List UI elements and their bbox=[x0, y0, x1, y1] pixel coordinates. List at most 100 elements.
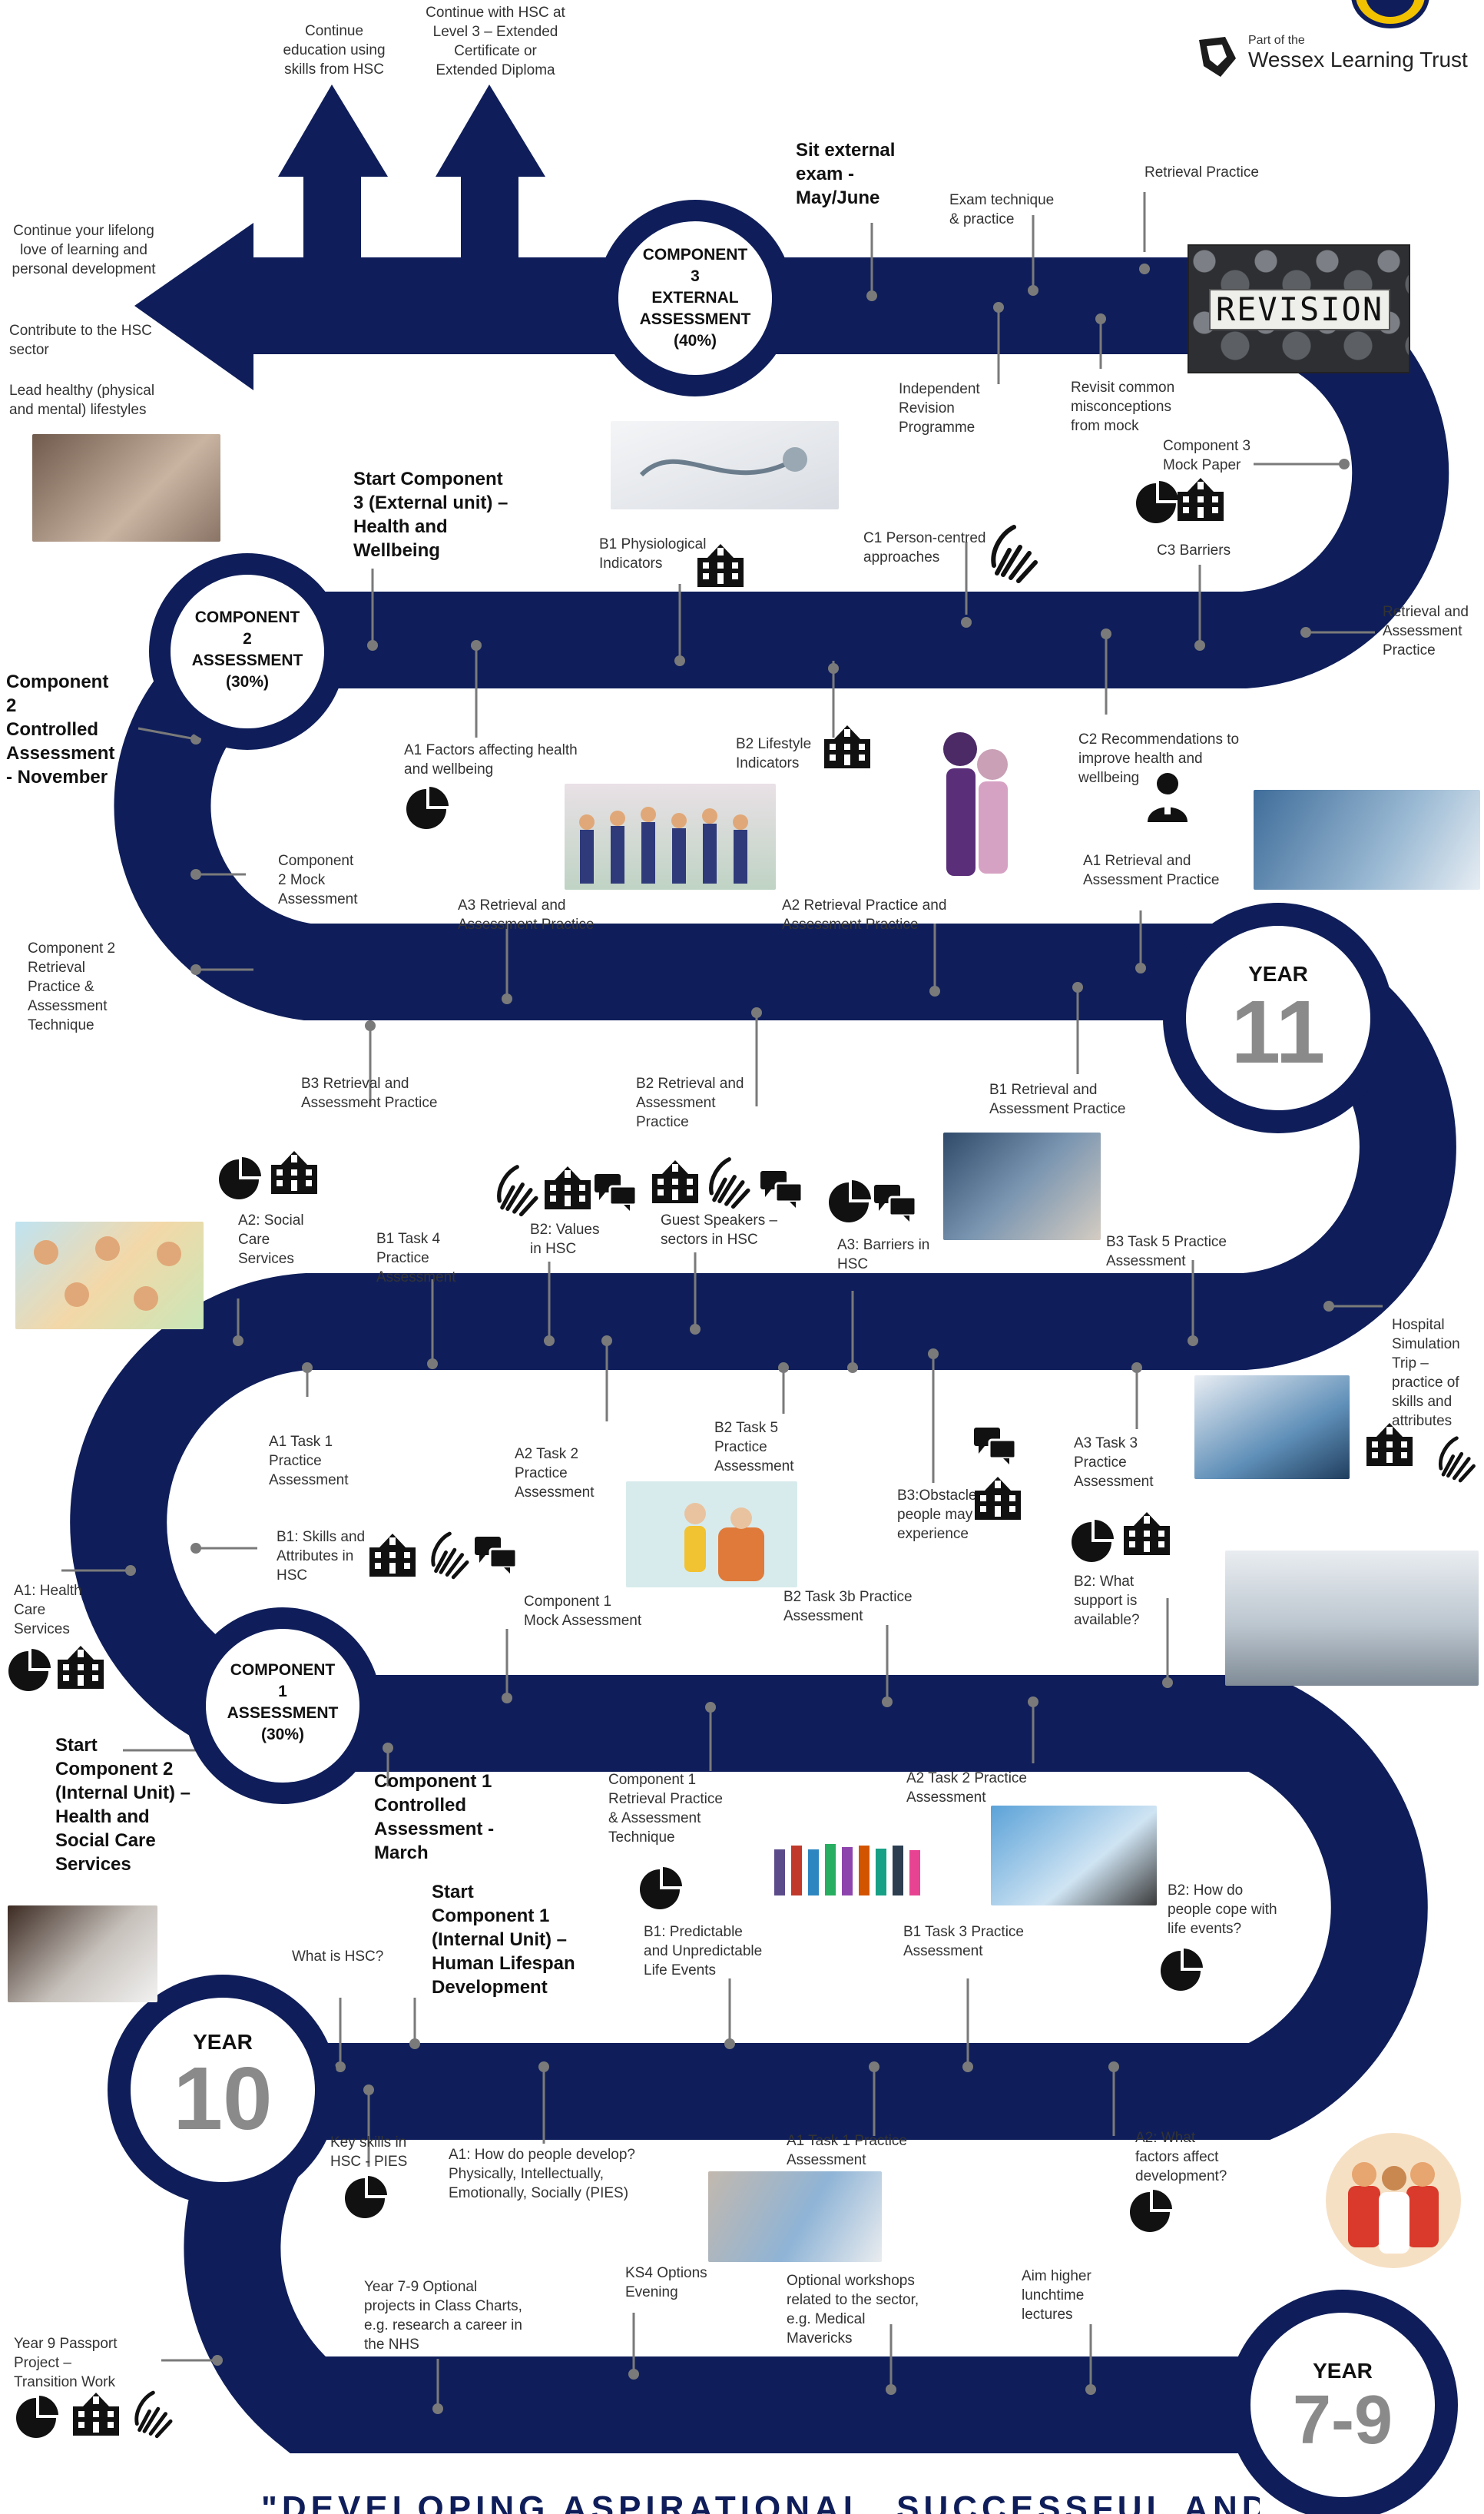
school-crest-icon bbox=[1351, 0, 1429, 28]
component2-circle bbox=[171, 575, 324, 728]
hospital-building-icon bbox=[1178, 478, 1224, 521]
sign-language-hands-icon bbox=[134, 2390, 173, 2439]
label-what-is-hsc: What is HSC? bbox=[292, 1949, 384, 1965]
label-c3-barriers: C3 Barriers bbox=[1157, 542, 1231, 559]
hospital-building-icon bbox=[975, 1477, 1021, 1520]
pie-chart-icon bbox=[640, 1867, 682, 1909]
sign-language-hands-icon bbox=[497, 1165, 538, 1217]
photo-nurse-elderly bbox=[708, 2171, 882, 2262]
arrow-continue-level3 bbox=[436, 85, 545, 257]
photo-patient-bed bbox=[1194, 1375, 1350, 1479]
pie-chart-icon bbox=[1072, 1520, 1114, 1562]
pie-chart-icon bbox=[8, 1649, 51, 1691]
label-retrieval-practice-top: Retrieval Practice bbox=[1144, 164, 1259, 181]
revision-sign-image: REVISION bbox=[1188, 244, 1410, 373]
year79-label: YEAR bbox=[1313, 2359, 1373, 2383]
sign-language-hands-icon bbox=[431, 1531, 469, 1580]
pie-chart-icon bbox=[219, 1157, 261, 1199]
hospital-building-icon bbox=[652, 1160, 698, 1203]
sign-language-hands-icon bbox=[1438, 1436, 1476, 1483]
photo-stethoscope bbox=[611, 421, 839, 509]
label-guest-speakers: Guest Speakers –sectors in HSC bbox=[661, 1212, 778, 1248]
pie-chart-icon bbox=[1136, 481, 1178, 523]
photo-carer-walking bbox=[943, 1133, 1101, 1240]
wessex-logo-icon bbox=[1199, 37, 1236, 77]
doctor-person-icon bbox=[1148, 773, 1188, 822]
photo-community-illustration bbox=[565, 784, 776, 890]
label-exam-technique: Exam technique& practice bbox=[949, 192, 1055, 227]
year10-circle bbox=[131, 1998, 315, 2182]
connector-lines bbox=[61, 192, 1383, 2409]
revision-sign-text: REVISION bbox=[1209, 289, 1390, 330]
arrow-left-lifelong bbox=[134, 223, 253, 390]
year79-number: 7-9 bbox=[1292, 2382, 1393, 2459]
label-a1-develop: A1: How do people develop?Physically, In… bbox=[449, 2147, 635, 2201]
connector-dots bbox=[125, 264, 1350, 2414]
hospital-building-icon bbox=[1124, 1512, 1170, 1555]
component1-circle bbox=[206, 1629, 359, 1783]
year11-number: 11 bbox=[1231, 982, 1326, 1082]
speech-bubbles-icon bbox=[874, 1185, 917, 1222]
photo-diverse-people-illustration bbox=[15, 1222, 204, 1329]
sign-language-hands-icon bbox=[991, 525, 1038, 583]
hospital-building-icon bbox=[545, 1166, 591, 1209]
year10-label: YEAR bbox=[193, 2030, 253, 2054]
trust-logo: Part of the Wessex Learning Trust bbox=[1194, 0, 1484, 85]
hospital-building-icon bbox=[73, 2393, 119, 2436]
trust-prefix: Part of the bbox=[1248, 34, 1305, 47]
winding-road-path bbox=[70, 257, 1456, 2453]
sign-language-hands-icon bbox=[709, 1157, 750, 1209]
pie-chart-icon bbox=[345, 2176, 387, 2218]
speech-bubbles-icon bbox=[595, 1174, 638, 1211]
footer-title: "DEVELOPING ASPIRATIONAL, SUCCESSFUL AND… bbox=[261, 2489, 1260, 2514]
year11-label: YEAR bbox=[1248, 962, 1308, 986]
pie-chart-icon bbox=[1130, 2190, 1172, 2232]
year79-circle bbox=[1250, 2313, 1435, 2497]
year11-circle bbox=[1186, 926, 1370, 1110]
pie-chart-icon bbox=[1161, 1949, 1203, 1991]
photo-carer-illustration bbox=[626, 1481, 797, 1587]
speech-bubbles-icon bbox=[760, 1171, 803, 1208]
photo-hands-wallet bbox=[991, 1806, 1157, 1905]
